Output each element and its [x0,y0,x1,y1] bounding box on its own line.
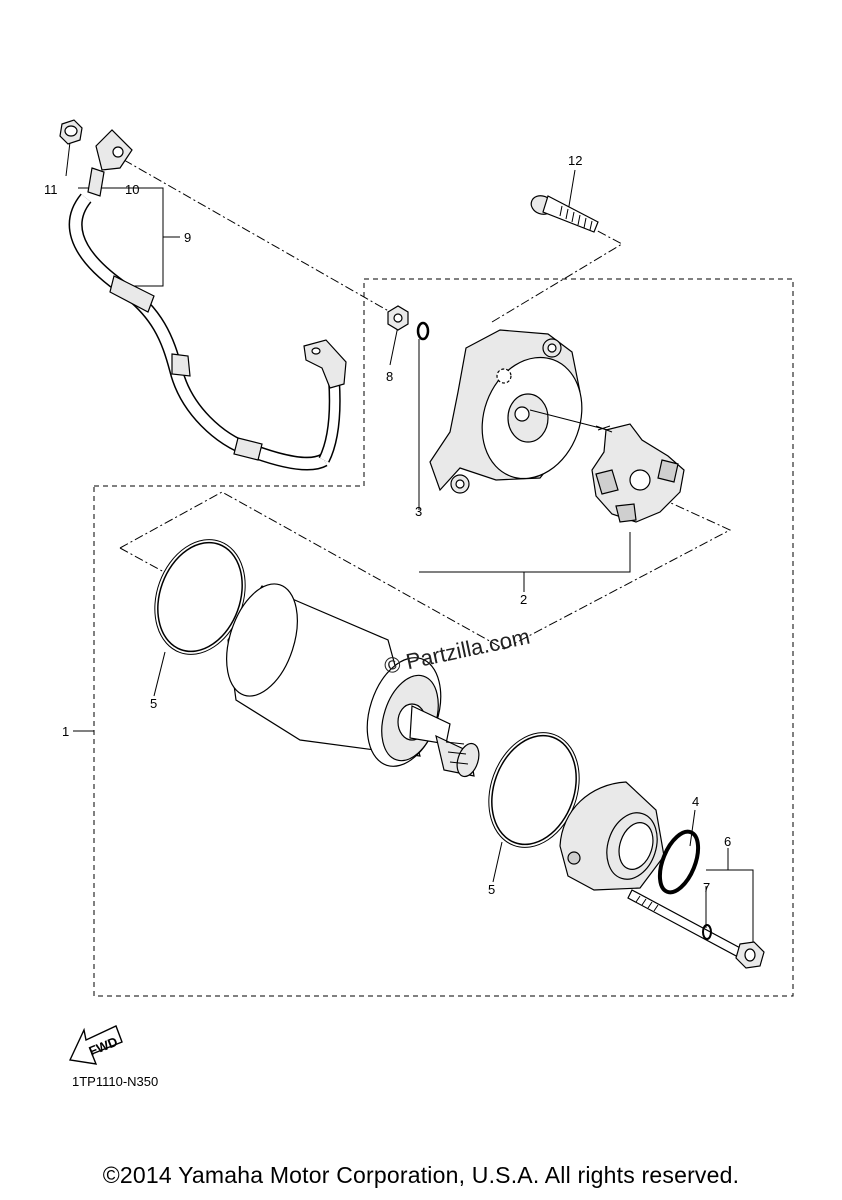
assembly-box-starter [93,278,794,997]
callout-10: 10 [125,182,139,197]
callout-4: 4 [692,794,699,809]
diagram-code: 1TP1110-N350 [72,1074,159,1089]
callout-7: 7 [703,880,710,895]
watermark: © Partzilla.com [382,624,532,679]
fwd-arrow-icon: FWD [68,1025,123,1065]
callout-8: 8 [386,369,393,384]
callout-5-right: 5 [488,882,495,897]
o-ring-tiny-icon [702,924,712,940]
callout-11: 11 [44,182,58,197]
front-cover-icon [429,329,609,494]
callout-5-left: 5 [150,696,157,711]
callout-3: 3 [415,504,422,519]
long-bolt-icon [627,889,765,969]
copyright-notice: ©2014 Yamaha Motor Corporation, U.S.A. A… [102,1162,740,1188]
nut-icon [59,119,83,145]
o-ring-small-icon [416,321,430,341]
callout-2: 2 [520,592,527,607]
seal-ring-right-icon [488,732,580,848]
callout-1: 1 [62,724,69,739]
rear-cover-icon [559,781,665,891]
brush-holder-icon [591,423,685,523]
nut-small-icon [387,305,409,331]
callout-12: 12 [568,153,582,168]
alignment-lines [119,159,732,650]
o-ring-large-icon [657,829,701,895]
starter-cable-icon [68,129,347,471]
starter-motor-icon [226,583,480,778]
callout-9: 9 [184,230,191,245]
bolt-icon [530,195,599,233]
callout-6: 6 [724,834,731,849]
callout-leaders [65,141,754,945]
